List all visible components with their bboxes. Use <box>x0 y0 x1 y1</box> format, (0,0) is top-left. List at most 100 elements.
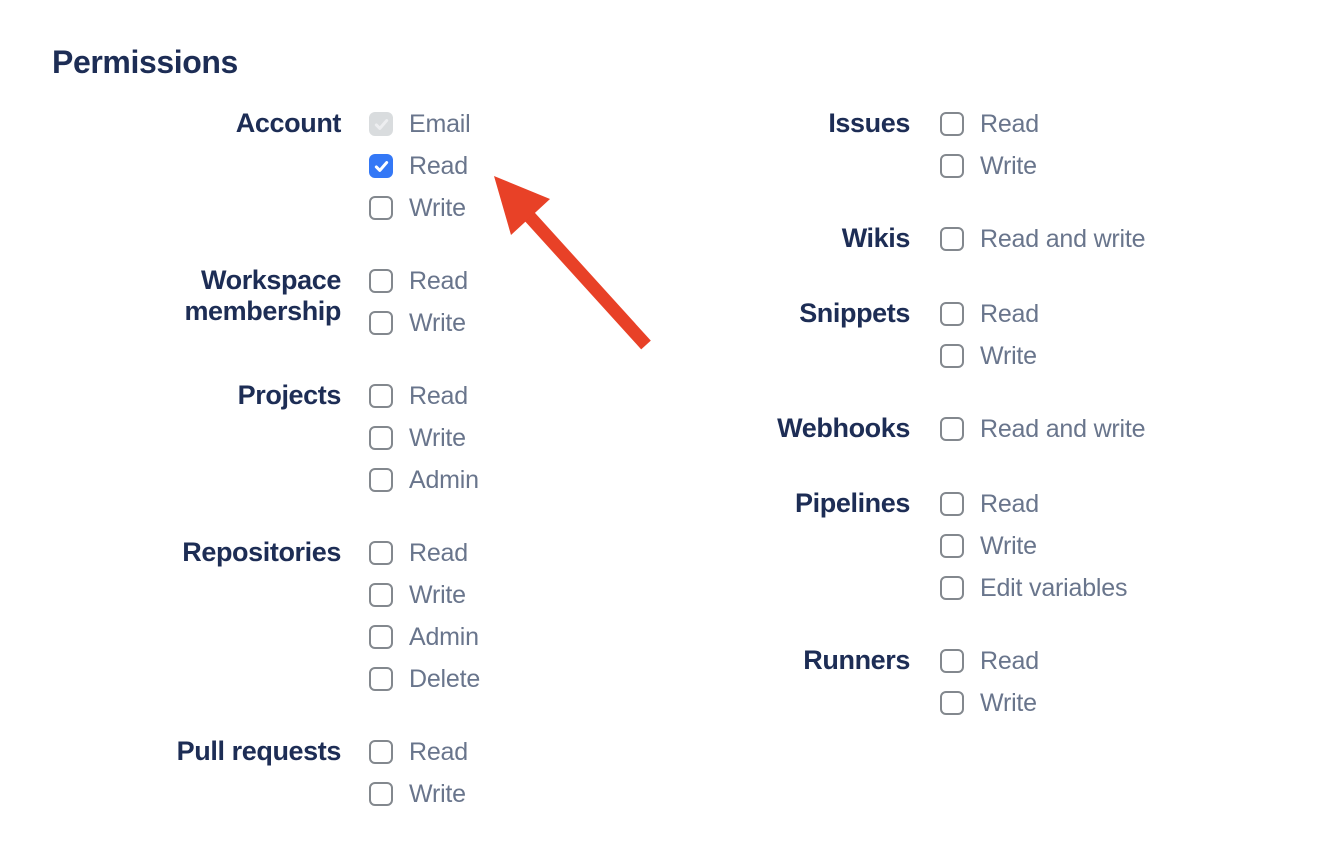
option-pull-requests-write[interactable]: Write <box>369 781 480 807</box>
option-repositories-admin[interactable]: Admin <box>369 624 480 650</box>
checkbox-issues-write[interactable] <box>940 154 964 178</box>
permission-option-label: Write <box>409 780 466 808</box>
permission-group-label: Issues <box>828 108 910 138</box>
permission-option-label: Read <box>409 738 468 766</box>
checkbox-snippets-write[interactable] <box>940 344 964 368</box>
option-pull-requests-read[interactable]: Read <box>369 739 480 765</box>
permission-group-label: Account <box>235 108 342 138</box>
checkmark-icon <box>374 160 388 172</box>
permission-options: Read Write <box>940 111 1145 179</box>
option-pipelines-write[interactable]: Write <box>940 533 1145 559</box>
checkbox-projects-read[interactable] <box>369 384 393 408</box>
permission-options: Read Write <box>369 268 480 336</box>
permission-group-snippets: Snippets Read Write <box>700 298 1145 369</box>
checkbox-account-read[interactable] <box>369 154 393 178</box>
arrow-shaft-icon <box>524 211 651 350</box>
permission-option-label: Read <box>980 490 1039 518</box>
checkbox-repositories-read[interactable] <box>369 541 393 565</box>
permission-group-label: Webhooks <box>777 413 910 443</box>
option-pipelines-edit-variables[interactable]: Edit variables <box>940 575 1145 601</box>
option-issues-read[interactable]: Read <box>940 111 1145 137</box>
permission-option-label: Write <box>409 424 466 452</box>
permission-options: Read Write <box>940 301 1145 369</box>
permission-group-projects: Projects Read Write Admin <box>52 380 480 493</box>
option-projects-admin[interactable]: Admin <box>369 467 480 493</box>
checkbox-projects-admin[interactable] <box>369 468 393 492</box>
option-runners-write[interactable]: Write <box>940 690 1145 716</box>
permission-options: Read Write <box>369 739 480 807</box>
checkbox-pipelines-write[interactable] <box>940 534 964 558</box>
permission-option-label: Read <box>980 647 1039 675</box>
option-snippets-read[interactable]: Read <box>940 301 1145 327</box>
option-account-write[interactable]: Write <box>369 195 480 221</box>
option-projects-read[interactable]: Read <box>369 383 480 409</box>
permission-options: Read and write <box>940 225 1146 254</box>
permission-options: Read Write Edit variables <box>940 491 1145 601</box>
option-account-read[interactable]: Read <box>369 153 480 179</box>
permission-option-label: Email <box>409 110 471 138</box>
permission-option-label: Admin <box>409 623 479 651</box>
checkbox-runners-write[interactable] <box>940 691 964 715</box>
checkbox-wikis-read-and-write[interactable] <box>940 227 964 251</box>
option-issues-write[interactable]: Write <box>940 153 1145 179</box>
permission-options: Read and write <box>940 415 1146 444</box>
permission-option-label: Read <box>409 267 468 295</box>
permissions-column-left: Account Email Read Write Workspace membe… <box>52 108 481 844</box>
checkbox-pull-requests-write[interactable] <box>369 782 393 806</box>
permission-group-account: Account Email Read Write <box>52 108 480 221</box>
permission-option-label: Read and write <box>980 415 1146 443</box>
checkbox-issues-read[interactable] <box>940 112 964 136</box>
permission-group-label: Runners <box>803 645 910 675</box>
arrow-head-icon <box>494 176 550 235</box>
option-projects-write[interactable]: Write <box>369 425 480 451</box>
checkbox-pull-requests-read[interactable] <box>369 740 393 764</box>
permission-group-label: Workspace membership <box>184 265 341 326</box>
page-title: Permissions <box>52 44 238 80</box>
checkbox-pipelines-read[interactable] <box>940 492 964 516</box>
checkbox-account-email <box>369 112 393 136</box>
option-snippets-write[interactable]: Write <box>940 343 1145 369</box>
option-repositories-read[interactable]: Read <box>369 540 480 566</box>
checkbox-repositories-admin[interactable] <box>369 625 393 649</box>
checkmark-icon <box>374 118 388 130</box>
checkbox-snippets-read[interactable] <box>940 302 964 326</box>
option-workspace-membership-write[interactable]: Write <box>369 310 480 336</box>
option-runners-read[interactable]: Read <box>940 648 1145 674</box>
permission-group-issues: Issues Read Write <box>700 108 1145 179</box>
checkbox-workspace-membership-read[interactable] <box>369 269 393 293</box>
permission-option-label: Delete <box>409 665 481 693</box>
permission-options: Read Write Admin <box>369 383 480 493</box>
permission-group-label: Repositories <box>182 537 341 567</box>
checkbox-workspace-membership-write[interactable] <box>369 311 393 335</box>
permission-option-label: Edit variables <box>980 574 1128 602</box>
permission-group-runners: Runners Read Write <box>700 645 1145 716</box>
permission-group-label: Projects <box>237 380 342 410</box>
permission-group-pipelines: Pipelines Read Write Edit variables <box>700 488 1145 601</box>
checkbox-webhooks-read-and-write[interactable] <box>940 417 964 441</box>
permission-options: Read Write <box>940 648 1145 716</box>
checkbox-projects-write[interactable] <box>369 426 393 450</box>
checkbox-pipelines-edit-variables[interactable] <box>940 576 964 600</box>
checkbox-repositories-delete[interactable] <box>369 667 393 691</box>
option-pipelines-read[interactable]: Read <box>940 491 1145 517</box>
option-repositories-write[interactable]: Write <box>369 582 480 608</box>
permission-group-webhooks: Webhooks Read and write <box>700 413 1146 444</box>
permission-group-label: Snippets <box>799 298 910 328</box>
permission-option-label: Read <box>980 300 1039 328</box>
permission-option-label: Write <box>409 581 466 609</box>
permission-option-label: Read <box>409 152 468 180</box>
checkbox-repositories-write[interactable] <box>369 583 393 607</box>
permission-group-repositories: Repositories Read Write Admin <box>52 537 480 692</box>
permission-option-label: Read <box>409 382 468 410</box>
option-webhooks-read-and-write[interactable]: Read and write <box>940 415 1146 443</box>
permission-options: Email Read Write <box>369 111 480 221</box>
permission-group-label: Pipelines <box>795 488 910 518</box>
checkbox-account-write[interactable] <box>369 196 393 220</box>
option-wikis-read-and-write[interactable]: Read and write <box>940 225 1146 253</box>
option-workspace-membership-read[interactable]: Read <box>369 268 480 294</box>
option-repositories-delete[interactable]: Delete <box>369 666 480 692</box>
permission-option-label: Read and write <box>980 225 1146 253</box>
permission-group-wikis: Wikis Read and write <box>700 223 1146 254</box>
checkbox-runners-read[interactable] <box>940 649 964 673</box>
option-account-email: Email <box>369 111 480 137</box>
